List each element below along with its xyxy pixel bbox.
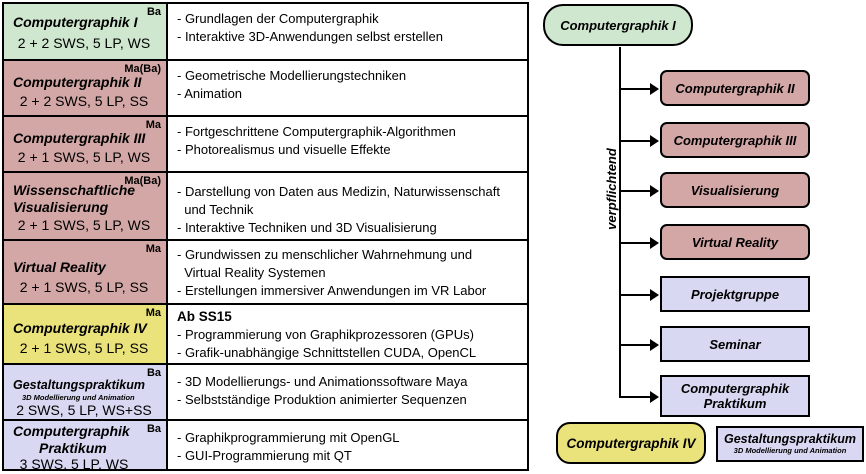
node-computergraphik-ii: Computergraphik II (660, 70, 810, 106)
connector-arrow (619, 135, 659, 147)
course-name-line: Wissenschaftliche (13, 182, 136, 198)
degree-badge: Ba (146, 423, 161, 435)
course-cell: Computergraphik IV Ma 2 + 1 SWS, 5 LP, S… (4, 305, 168, 363)
node-title: Gestaltungspraktikum (724, 432, 856, 446)
connector-arrow (619, 339, 659, 351)
course-credits: 2 + 2 SWS, 5 LP, WS (17, 35, 151, 51)
description-line: Virtual Reality Systemen (177, 265, 326, 280)
course-description: - Geometrische Modellierungstechniken - … (177, 67, 522, 103)
description-line: - Graphikprogrammierung mit OpenGL (177, 430, 400, 445)
course-cell: Computergraphik I Ba 2 + 2 SWS, 5 LP, WS (4, 4, 168, 59)
course-row-cg2: Computergraphik II Ma(Ba) 2 + 2 SWS, 5 L… (4, 59, 527, 115)
course-name-line: Visualisierung (13, 199, 109, 215)
course-cell: Computergraphik II Ma(Ba) 2 + 2 SWS, 5 L… (4, 61, 168, 115)
node-virtual-reality: Virtual Reality (660, 224, 810, 260)
course-description: - Grundlagen der Computergraphik - Inter… (177, 10, 522, 46)
node-seminar: Seminar (660, 326, 810, 362)
course-description: - Darstellung von Daten aus Medizin, Nat… (177, 183, 522, 237)
course-credits: 2 + 1 SWS, 5 LP, WS (17, 217, 151, 233)
description-line: - Erstellungen immersiver Anwendungen im… (177, 283, 487, 298)
degree-badge: Ma (145, 119, 161, 131)
course-name-line: Praktikum (39, 440, 107, 456)
course-cell: Computergraphik III Ma 2 + 1 SWS, 5 LP, … (4, 117, 168, 171)
course-cell: Wissenschaftliche Visualisierung Ma(Ba) … (4, 173, 168, 239)
description-line: - Grafik-unabhängige Schnittstellen CUDA… (177, 345, 477, 360)
description-line: - 3D Modellierungs- und Animationssoftwa… (177, 374, 468, 389)
course-name: Wissenschaftliche Visualisierung (13, 182, 135, 216)
course-credits: 2 + 1 SWS, 5 LP, SS (19, 279, 149, 295)
node-visualisierung: Visualisierung (660, 172, 810, 208)
node-computergraphik-iii: Computergraphik III (660, 122, 810, 158)
course-credits: 3 SWS, 5 LP, WS (19, 456, 129, 472)
course-name: Computergraphik IV (13, 320, 147, 336)
course-description: - 3D Modellierungs- und Animationssoftwa… (177, 373, 522, 409)
course-subtitle: 3D Modellierung und Animation (22, 393, 135, 402)
description-line: - Grundwissen zu menschlicher Wahrnehmun… (177, 247, 473, 262)
degree-badge: Ba (146, 367, 161, 379)
course-description: - Grundwissen zu menschlicher Wahrnehmun… (177, 246, 522, 300)
node-computergraphik-praktikum: Computergraphik Praktikum (660, 375, 810, 417)
description-line: - Programmierung von Graphikprozessoren … (177, 327, 474, 342)
node-computergraphik-iv: Computergraphik IV (556, 422, 706, 464)
course-name: Computergraphik II (13, 74, 142, 90)
node-gestaltungspraktikum: Gestaltungspraktikum 3D Modellierung und… (716, 426, 864, 462)
node-projektgruppe: Projektgruppe (660, 276, 810, 312)
degree-badge: Ma(Ba) (124, 63, 161, 75)
degree-badge: Ba (146, 6, 161, 18)
description-line: - Grundlagen der Computergraphik (177, 11, 379, 26)
start-note: Ab SS15 (177, 309, 232, 324)
course-cell: Gestaltungspraktikum 3D Modellierung und… (4, 365, 168, 419)
course-name-line: Computergraphik (13, 423, 130, 439)
connector-arrow (619, 237, 659, 249)
course-row-vr: Virtual Reality Ma 2 + 1 SWS, 5 LP, SS -… (4, 239, 527, 303)
description-line: - Geometrische Modellierungstechniken (177, 68, 407, 83)
description-line: - GUI-Programmierung mit QT (177, 448, 352, 463)
course-cell: Computergraphik Praktikum Ba 3 SWS, 5 LP… (4, 421, 168, 472)
course-credits: 2 SWS, 5 LP, WS+SS (16, 402, 152, 418)
root-node: Computergraphik I (543, 4, 693, 46)
course-name: Virtual Reality (13, 259, 106, 275)
course-row-gestaltung: Gestaltungspraktikum 3D Modellierung und… (4, 363, 527, 419)
course-description: Ab SS15 - Programmierung von Graphikproz… (177, 308, 522, 362)
description-line: - Animation (177, 86, 243, 101)
description-line: - Fortgeschrittene Computergraphik-Algor… (177, 124, 456, 139)
course-credits: 2 + 2 SWS, 5 LP, SS (19, 93, 149, 109)
description-line: - Selbstständige Produktion animierter S… (177, 392, 467, 407)
connector-arrow (619, 185, 659, 197)
connector-arrow (619, 83, 659, 95)
connector-arrow (619, 289, 659, 301)
course-credits: 2 + 1 SWS, 5 LP, SS (19, 340, 149, 356)
course-row-cg4: Computergraphik IV Ma 2 + 1 SWS, 5 LP, S… (4, 303, 527, 363)
course-cell: Virtual Reality Ma 2 + 1 SWS, 5 LP, SS (4, 241, 168, 303)
course-name: Computergraphik III (13, 130, 146, 146)
course-row-cg1: Computergraphik I Ba 2 + 2 SWS, 5 LP, WS… (4, 4, 527, 59)
description-line: - Interaktive 3D-Anwendungen selbst erst… (177, 29, 443, 44)
course-name: Gestaltungspraktikum (13, 378, 145, 392)
node-subtitle: 3D Modellierung und Animation (733, 446, 847, 455)
connector-arrow (619, 391, 659, 403)
course-table: Computergraphik I Ba 2 + 2 SWS, 5 LP, WS… (2, 2, 529, 472)
degree-badge: Ma (145, 307, 161, 319)
course-description: - Graphikprogrammierung mit OpenGL - GUI… (177, 429, 522, 465)
description-line: - Darstellung von Daten aus Medizin, Nat… (177, 184, 500, 199)
degree-badge: Ma(Ba) (124, 175, 161, 187)
description-line: - Interaktive Techniken und 3D Visualisi… (177, 220, 437, 235)
course-row-cg3: Computergraphik III Ma 2 + 1 SWS, 5 LP, … (4, 115, 527, 171)
course-row-praktikum: Computergraphik Praktikum Ba 3 SWS, 5 LP… (4, 419, 527, 472)
course-name: Computergraphik Praktikum (13, 423, 130, 457)
course-name: Computergraphik I (13, 14, 138, 30)
description-line: - Photorealismus und visuelle Effekte (177, 142, 391, 157)
description-line: und Technik (177, 202, 254, 217)
course-description: - Fortgeschrittene Computergraphik-Algor… (177, 123, 522, 159)
course-credits: 2 + 1 SWS, 5 LP, WS (17, 149, 151, 165)
degree-badge: Ma (145, 243, 161, 255)
connector-trunk (619, 47, 621, 398)
course-row-visualisierung: Wissenschaftliche Visualisierung Ma(Ba) … (4, 171, 527, 239)
